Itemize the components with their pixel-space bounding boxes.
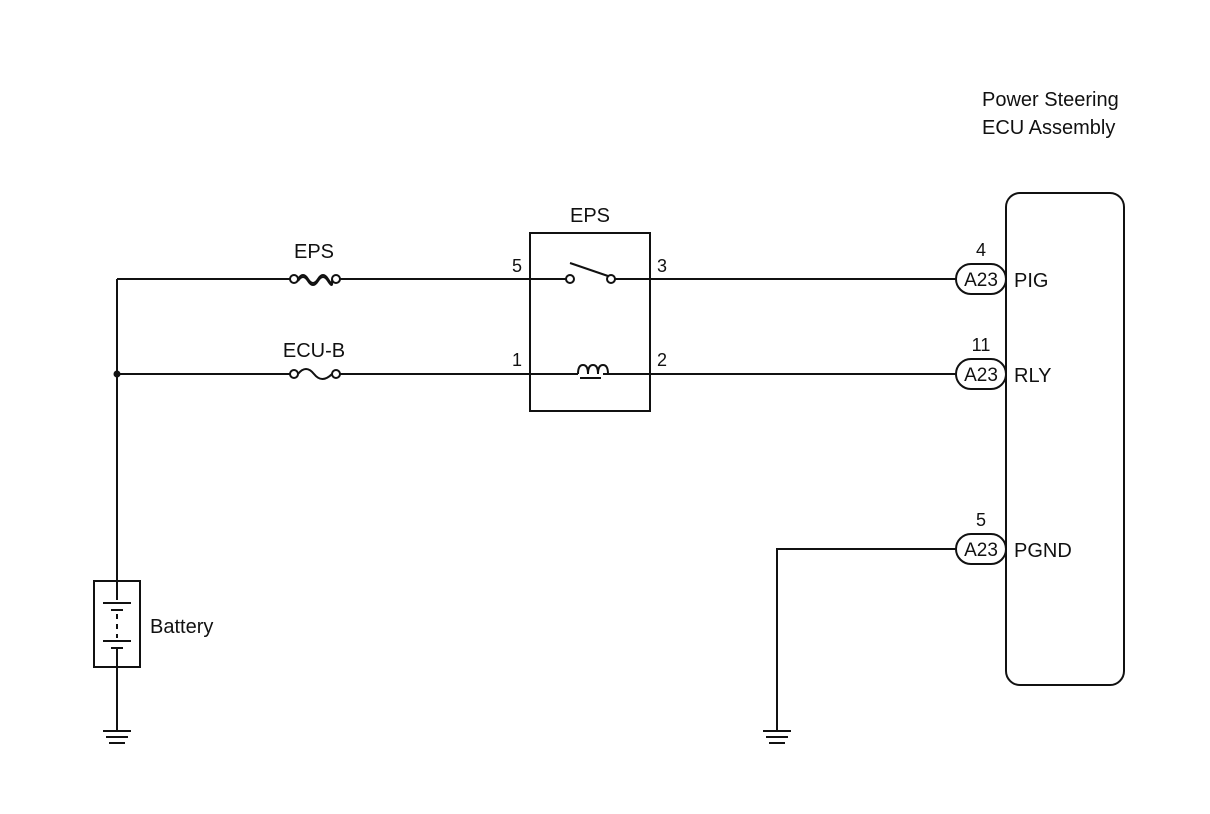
- relay-switch-symbol: [565, 262, 616, 284]
- relay-pin-1: 1: [512, 350, 522, 370]
- relay-box: [529, 232, 651, 412]
- battery-label: Battery: [150, 616, 213, 638]
- relay-label: EPS: [570, 205, 610, 227]
- battery-symbol: [93, 580, 141, 668]
- ecu-assembly-box: [1005, 192, 1125, 686]
- eps-fuse-symbol: [289, 274, 341, 286]
- connector-a23-rly: A23 11 RLY: [955, 335, 1051, 390]
- pig-circuit: EPS 5 3: [117, 241, 958, 286]
- connector-code: A23: [964, 365, 998, 386]
- fuse-ecu-b-label: ECU-B: [283, 340, 345, 362]
- connector-code: A23: [964, 270, 998, 291]
- rly-circuit: ECU-B 1 2: [113, 340, 958, 380]
- fuse-eps-label: EPS: [294, 241, 334, 263]
- pgnd-circuit: [763, 548, 958, 744]
- relay-pin-2: 2: [657, 350, 667, 370]
- ecu-ground-icon: [763, 730, 791, 744]
- terminal-signal-pgnd: PGND: [1014, 540, 1072, 562]
- relay-pin-3: 3: [657, 256, 667, 276]
- ecu-b-fuse-symbol: [289, 368, 341, 380]
- terminal-signal-rly: RLY: [1014, 365, 1051, 387]
- terminal-pin-number: 5: [976, 510, 986, 530]
- connector-a23-pig: A23 4 PIG: [955, 240, 1048, 295]
- ecu-title-line2: ECU Assembly: [982, 117, 1115, 139]
- terminal-signal-pig: PIG: [1014, 270, 1048, 292]
- connector-code: A23: [964, 540, 998, 561]
- terminal-pin-number: 11: [972, 335, 991, 355]
- relay-pin-5: 5: [512, 256, 522, 276]
- battery-ground-icon: [103, 667, 131, 744]
- ecu-title-line1: Power Steering: [982, 89, 1119, 111]
- connector-a23-pgnd: A23 5 PGND: [955, 510, 1072, 565]
- terminal-pin-number: 4: [976, 240, 986, 260]
- relay-coil-symbol: [577, 363, 609, 379]
